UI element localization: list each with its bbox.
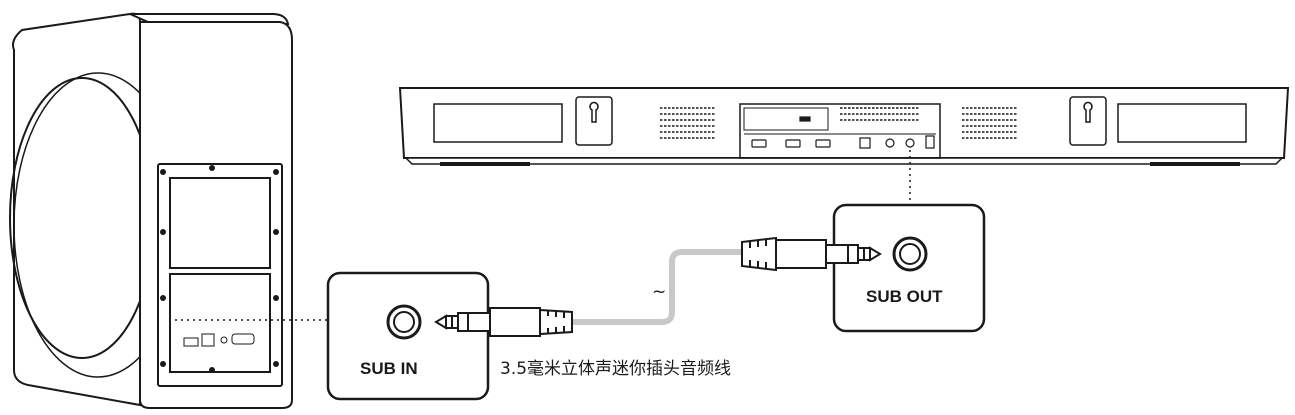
audio-plug-icon: [741, 236, 882, 272]
sub-out-label: SUB OUT: [866, 287, 943, 306]
subwoofer-icon: [9, 12, 293, 409]
speaker-grille: [660, 107, 1018, 139]
sub-in-label: SUB IN: [360, 359, 418, 378]
cable-caption: 3.5毫米立体声迷你插头音频线: [500, 359, 731, 379]
audio-cable: [572, 249, 742, 325]
audio-plug-icon: [434, 307, 573, 337]
soundbar-icon: [398, 87, 1290, 166]
cable-break-tilde: ~: [652, 282, 666, 302]
audio-jack-icon: [892, 236, 928, 272]
soundbar-ports: [751, 116, 935, 149]
audio-jack-icon: [386, 304, 422, 340]
sub-out-callout: [832, 203, 986, 333]
